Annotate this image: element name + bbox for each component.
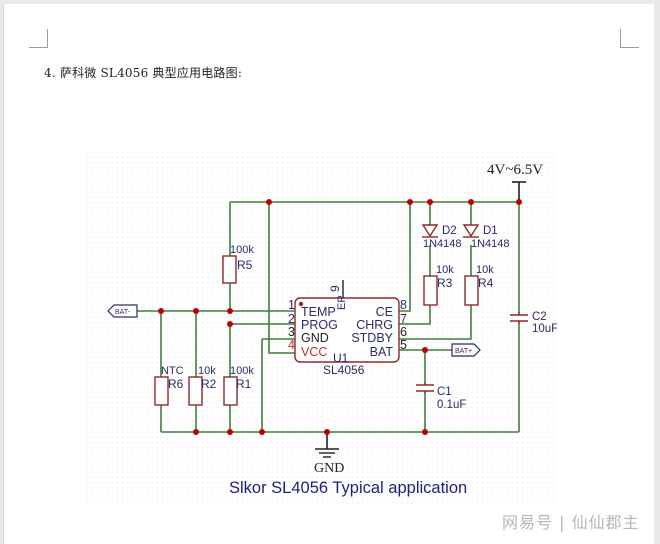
wire-vcc xyxy=(268,202,295,354)
watermark: 网易号 | 仙仙郡主 xyxy=(502,513,640,532)
r4-value: 10k xyxy=(476,264,494,276)
net-label-bat-plus: BAT+ xyxy=(451,343,481,357)
resistor-r6 xyxy=(154,376,169,406)
ground-symbol xyxy=(315,448,339,458)
schematic-diagram: 4V~6.5V GND 100k R5 NTC R6 10k R2 100k R… xyxy=(87,152,558,504)
junction-dot xyxy=(266,199,272,205)
ic-body xyxy=(294,297,400,363)
junction-dot xyxy=(227,429,233,435)
diode-d1 xyxy=(462,224,480,238)
pin-number: 7 xyxy=(400,312,407,326)
resistor-r4 xyxy=(464,275,479,306)
junction-dot xyxy=(158,308,164,314)
d2-ref: D2 xyxy=(442,225,457,237)
ic-part: SL4056 xyxy=(323,363,365,377)
ic-ref: U1 xyxy=(333,351,349,365)
diode-d2 xyxy=(421,224,439,238)
r6-ref: R6 xyxy=(168,377,184,391)
r1-value: 100k xyxy=(230,365,254,377)
net-label-bat-minus: BAT- xyxy=(107,304,138,318)
r3-ref: R3 xyxy=(437,276,453,290)
r5-value: 100k xyxy=(230,244,254,256)
pin-name: STDBY xyxy=(351,331,393,345)
resistor-r2 xyxy=(188,376,203,406)
ep-pin-name: EP xyxy=(336,295,348,310)
junction-dot xyxy=(427,199,433,205)
c2-ref: C2 xyxy=(532,311,547,323)
resistor-r3 xyxy=(423,275,438,306)
pin-number: 2 xyxy=(288,312,295,326)
pin-number: 4 xyxy=(288,338,295,352)
pin-number: 3 xyxy=(288,325,295,339)
pin-number: 8 xyxy=(400,298,407,312)
junctions xyxy=(158,199,522,435)
ic-u1: 9 EP 1 TEMP 2 PROG 3 GND 4 VCC 8 CE 7 CH… xyxy=(288,280,407,377)
svg-text:BAT-: BAT- xyxy=(115,309,131,316)
r6-value: NTC xyxy=(161,365,184,377)
ic-right-pins: 8 CE 7 CHRG 6 STDBY 5 BAT xyxy=(351,298,407,359)
r4-ref: R4 xyxy=(478,276,494,290)
c2-value: 10uF xyxy=(532,323,557,335)
ic-left-pins: 1 TEMP 2 PROG 3 GND 4 VCC xyxy=(288,298,338,359)
junction-dot xyxy=(407,199,413,205)
pin-name: BAT xyxy=(370,345,394,359)
pin-name: TEMP xyxy=(301,305,336,319)
wire-ce xyxy=(399,202,411,312)
junction-dot xyxy=(516,199,522,205)
pin-number: 1 xyxy=(288,298,295,312)
resistor-r5 xyxy=(222,255,237,284)
supply-label: 4V~6.5V xyxy=(487,162,543,178)
wire-chrg xyxy=(399,305,431,325)
r5-ref: R5 xyxy=(237,258,253,272)
r2-ref: R2 xyxy=(201,377,217,391)
junction-dot xyxy=(193,308,199,314)
section-heading: 4. 萨科微 SL4056 典型应用电路图: xyxy=(44,66,243,80)
d2-value: 1N4148 xyxy=(423,238,462,250)
pin-number: 6 xyxy=(400,325,407,339)
junction-dot xyxy=(193,429,199,435)
d1-value: 1N4148 xyxy=(471,238,510,250)
junction-dot xyxy=(227,321,233,327)
ground-label: GND xyxy=(314,461,344,476)
schematic-title: Slkor SL4056 Typical application xyxy=(229,479,467,497)
junction-dot xyxy=(422,347,428,353)
junction-dot xyxy=(468,199,474,205)
resistor-r1 xyxy=(223,376,238,406)
pin-name: CE xyxy=(376,305,393,319)
pin-name: CHRG xyxy=(356,318,393,332)
junction-dot xyxy=(227,308,233,314)
ep-pin-number: 9 xyxy=(328,285,342,292)
wire-stdby xyxy=(399,305,472,340)
r2-value: 10k xyxy=(198,365,216,377)
pin-name: GND xyxy=(301,331,329,345)
junction-dot xyxy=(259,429,265,435)
pin-name: PROG xyxy=(301,318,338,332)
pin1-marker xyxy=(298,301,304,307)
c1-ref: C1 xyxy=(437,386,452,398)
r3-value: 10k xyxy=(436,264,454,276)
c1-value: 0.1uF xyxy=(437,399,466,411)
r1-ref: R1 xyxy=(236,377,252,391)
junction-dot xyxy=(422,429,428,435)
junction-dot xyxy=(324,429,330,435)
pin-name: VCC xyxy=(301,345,327,359)
svg-text:BAT+: BAT+ xyxy=(455,348,472,355)
page-corner-mark xyxy=(29,29,48,48)
d1-ref: D1 xyxy=(483,225,498,237)
page-corner-mark xyxy=(620,29,639,48)
pin-number: 5 xyxy=(400,338,407,352)
